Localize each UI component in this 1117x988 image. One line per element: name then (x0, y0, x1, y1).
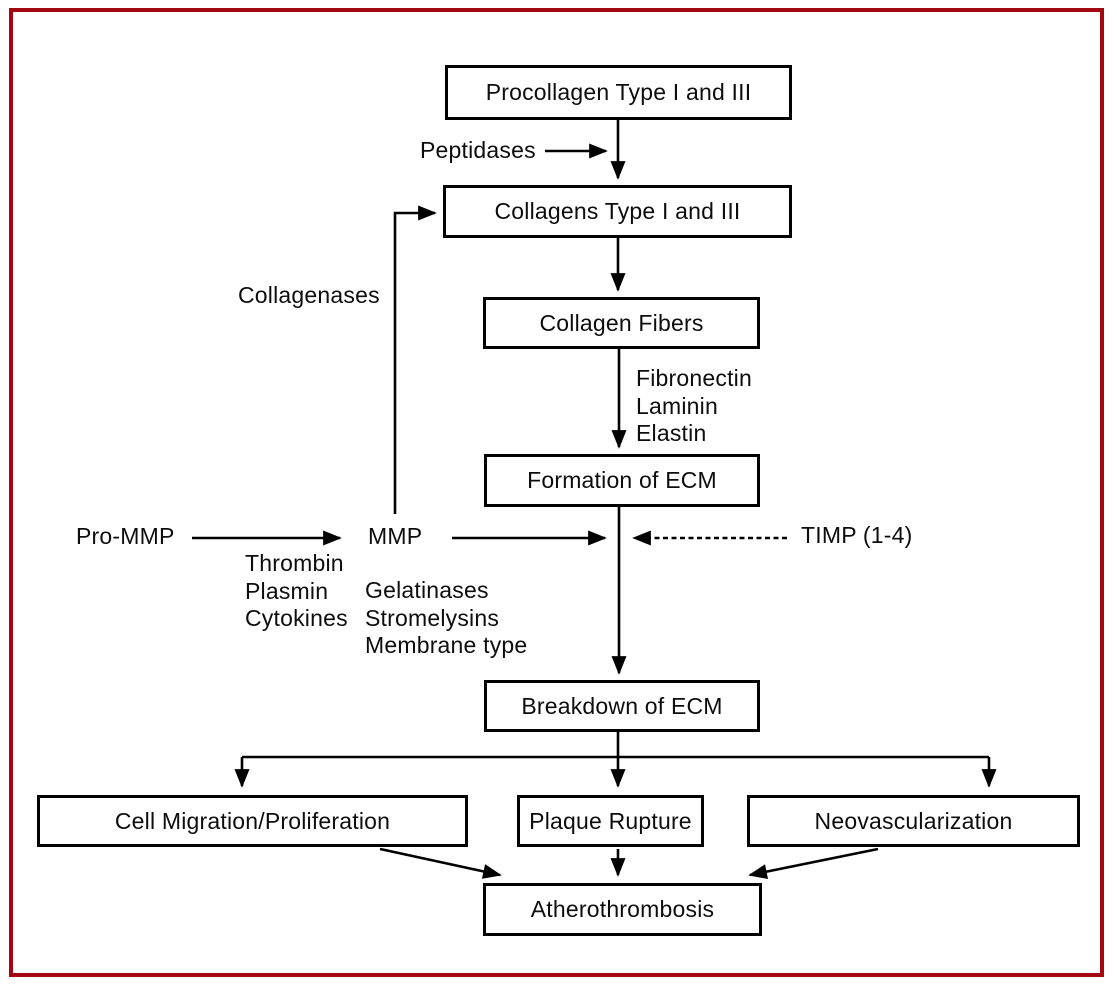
arrow-cellmigration-to-athero (379, 847, 502, 879)
label-mmp: MMP (368, 523, 423, 549)
node-cell-migration: Cell Migration/Proliferation (37, 795, 468, 847)
node-breakdown-ecm: Breakdown of ECM (484, 680, 760, 732)
label-cytokines: Cytokines (245, 605, 348, 631)
label-thrombin: Thrombin (245, 550, 344, 576)
node-collagen-fibers: Collagen Fibers (483, 297, 760, 349)
node-neovascularization: Neovascularization (747, 795, 1080, 847)
label-laminin: Laminin (636, 392, 718, 419)
label-fibronectin: Fibronectin (636, 365, 752, 391)
label-membrane-type: Membrane type (365, 632, 528, 658)
label-stromelysins: Stromelysins (365, 604, 500, 631)
node-plaque-rupture: Plaque Rupture (517, 795, 704, 847)
label-mmp-types: Gelatinases Stromelysins Membrane type (365, 577, 527, 660)
label-gelatinases: Gelatinases (365, 577, 489, 603)
label-timp: TIMP (1-4) (801, 522, 913, 548)
node-collagens: Collagens Type I and III (443, 185, 792, 238)
label-collagenases: Collagenases (238, 282, 380, 308)
node-procollagen: Procollagen Type I and III (445, 65, 792, 120)
arrow-neovasc-to-athero (748, 847, 879, 879)
label-ecm-components: Fibronectin Laminin Elastin (636, 365, 752, 448)
node-formation-ecm: Formation of ECM (484, 454, 760, 507)
node-atherothrombosis: Atherothrombosis (483, 883, 762, 936)
label-peptidases: Peptidases (420, 137, 536, 163)
label-pro-mmp: Pro-MMP (76, 523, 175, 549)
label-mmp-activators: Thrombin Plasmin Cytokines (245, 550, 348, 633)
label-plasmin: Plasmin (245, 577, 329, 604)
arrow-collagenases-feedback (393, 205, 437, 514)
label-elastin: Elastin (636, 420, 707, 446)
